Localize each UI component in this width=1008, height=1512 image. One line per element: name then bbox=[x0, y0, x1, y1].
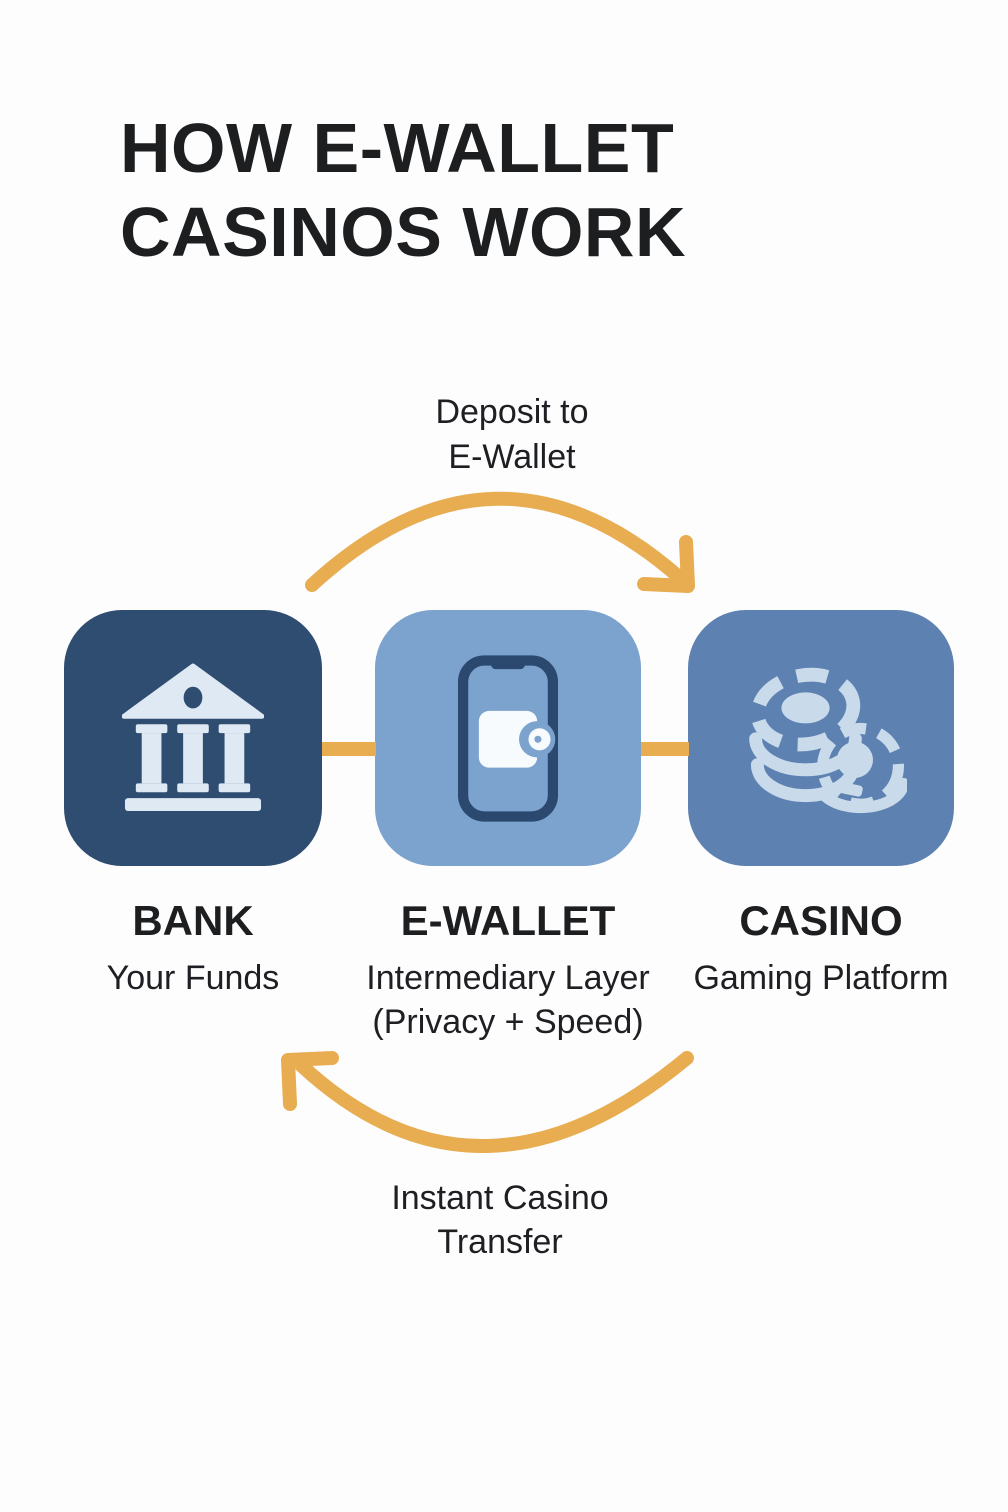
bank-node-tile bbox=[64, 610, 322, 866]
casino-node-tile bbox=[688, 610, 954, 866]
ewallet-label: E-WALLET bbox=[400, 897, 616, 944]
top-arrow-label: Deposit to E-Wallet bbox=[352, 390, 672, 480]
ewallet-sublabel-line1: Intermediary Layer bbox=[366, 959, 650, 997]
page-title-line1: HOW E-WALLET bbox=[120, 109, 675, 187]
phone-wallet-icon bbox=[457, 654, 559, 822]
connector-line-ewallet-casino bbox=[641, 742, 689, 756]
bank-sublabel: Your Funds bbox=[106, 959, 280, 997]
bottom-arrow-label-line1: Instant Casino bbox=[391, 1179, 609, 1217]
ewallet-sublabel-line2: (Privacy + Speed) bbox=[372, 1003, 644, 1041]
casino-chips-icon bbox=[749, 667, 907, 814]
bank-label: BANK bbox=[132, 897, 254, 944]
casino-sublabel: Gaming Platform bbox=[693, 959, 949, 997]
page-title-line2: CASINOS WORK bbox=[120, 193, 686, 271]
bottom-arrow-label-line2: Transfer bbox=[437, 1223, 563, 1261]
bank-building-icon bbox=[122, 663, 264, 811]
page-title: HOW E-WALLET CASINOS WORK bbox=[120, 106, 686, 274]
ewallet-node-tile bbox=[375, 610, 641, 866]
ewallet-sublabel: Intermediary Layer (Privacy + Speed) bbox=[330, 956, 686, 1044]
bottom-arrow-label: Instant Casino Transfer bbox=[350, 1176, 650, 1264]
curved-arrow-right-icon bbox=[305, 491, 695, 593]
casino-label: CASINO bbox=[739, 897, 903, 944]
top-arrow-label-line1: Deposit to bbox=[435, 393, 589, 431]
top-arrow-label-line2: E-Wallet bbox=[448, 438, 576, 476]
curved-arrow-left-icon bbox=[281, 1051, 694, 1153]
connector-line-bank-ewallet bbox=[322, 742, 376, 756]
